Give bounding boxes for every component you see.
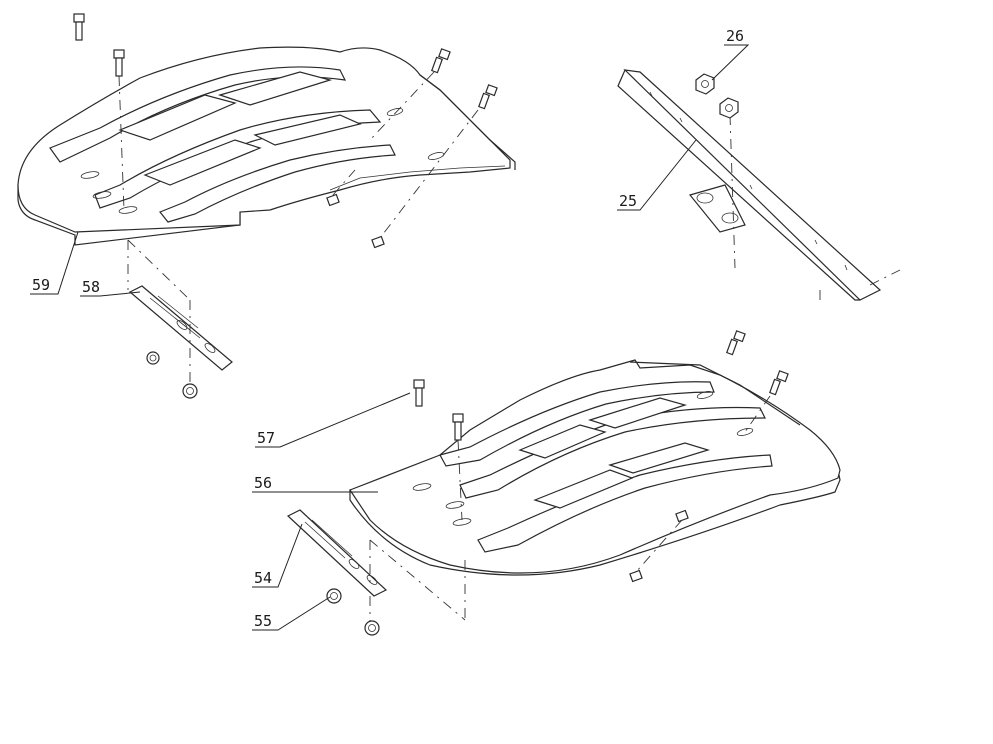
nut-lower-right [629, 509, 689, 583]
callout-25: 25 [619, 192, 637, 210]
callout-59: 59 [32, 276, 50, 294]
nut-58-a [146, 351, 160, 365]
part-54-bracket [286, 509, 466, 625]
part-25-angle-bar [617, 69, 901, 301]
bolt-top-left [73, 13, 85, 41]
bolt-upper-right-a [369, 48, 451, 141]
nut-upper-b [371, 235, 385, 249]
callout-58: 58 [82, 278, 100, 296]
part-55-nut [326, 588, 342, 604]
part-59-plate [17, 46, 516, 246]
bolt-upper-right-b [379, 84, 498, 239]
bolt-lower-right-a [726, 330, 746, 356]
bolt-lower-center [452, 413, 464, 521]
nut-54-b [364, 620, 380, 636]
callout-54: 54 [254, 569, 272, 587]
callout-56: 56 [254, 474, 272, 492]
part-26-nut-b [719, 97, 739, 119]
part-26-nut-a [695, 73, 715, 95]
bolt-upper-left [113, 49, 125, 211]
callout-57: 57 [257, 429, 275, 447]
part-58-bracket [127, 239, 233, 385]
nut-upper-a [326, 169, 356, 207]
part-57-bolt [413, 379, 425, 407]
callout-55: 55 [254, 612, 272, 630]
bolt-lower-right-b [744, 370, 789, 433]
part-56-plate [349, 359, 841, 576]
callout-26: 26 [726, 27, 744, 45]
nut-58-b [182, 383, 198, 399]
leader-lines [30, 44, 750, 631]
